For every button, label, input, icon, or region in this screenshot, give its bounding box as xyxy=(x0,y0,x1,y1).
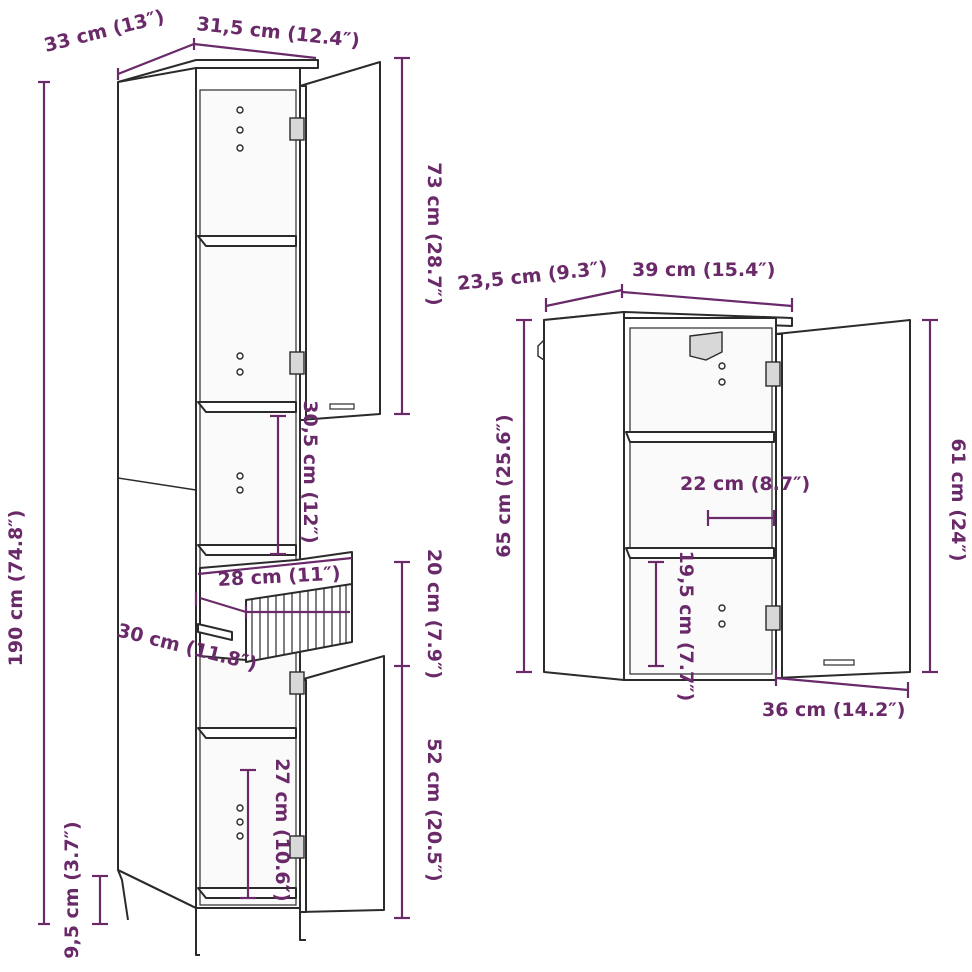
drawer xyxy=(197,551,353,663)
label-tall-depth: 33 cm (13″) xyxy=(42,6,167,57)
hinge-icon xyxy=(289,671,305,695)
hinge-icon xyxy=(289,117,305,141)
dimension-lines xyxy=(38,38,938,926)
label-wall-depth: 23,5 cm (9.3″) xyxy=(456,257,608,295)
hinge-icon xyxy=(289,835,305,859)
label-wall-shelf-depth: 22 cm (8.7″) xyxy=(680,473,810,495)
label-wall-height: 65 cm (25.6″) xyxy=(493,414,515,557)
label-drawer-height: 20 cm (7.9″) xyxy=(423,549,445,679)
label-leg-height: 9,5 cm (3.7″) xyxy=(61,821,83,958)
label-wall-compartment-height: 19,5 cm (7.7″) xyxy=(675,551,697,702)
cabinet-legs xyxy=(117,869,306,956)
wall-cabinet xyxy=(537,311,911,681)
hinge-icon xyxy=(765,605,781,631)
label-upper-door-height: 73 cm (28.7″) xyxy=(423,162,445,305)
label-open-shelf-height: 30,5 cm (12″) xyxy=(299,400,321,543)
label-lower-compartment-height: 27 cm (10.6″) xyxy=(271,758,293,901)
tall-cabinet xyxy=(117,59,385,956)
upper-door xyxy=(299,61,381,421)
hinge-icon xyxy=(289,351,305,375)
shelf-pin-holes xyxy=(236,106,244,840)
label-tall-height: 190 cm (74.8″) xyxy=(5,510,27,667)
hinge-icon xyxy=(765,361,781,387)
wall-cabinet-side xyxy=(543,311,625,681)
wall-cabinet-door xyxy=(775,319,911,679)
label-wall-door-height: 61 cm (24″) xyxy=(947,438,969,561)
label-lower-door-height: 52 cm (20.5″) xyxy=(423,738,445,881)
wall-bracket-icon xyxy=(689,331,723,361)
label-wall-door-width: 36 cm (14.2″) xyxy=(762,699,905,721)
lower-door xyxy=(299,655,385,913)
label-wall-width: 39 cm (15.4″) xyxy=(632,259,775,281)
